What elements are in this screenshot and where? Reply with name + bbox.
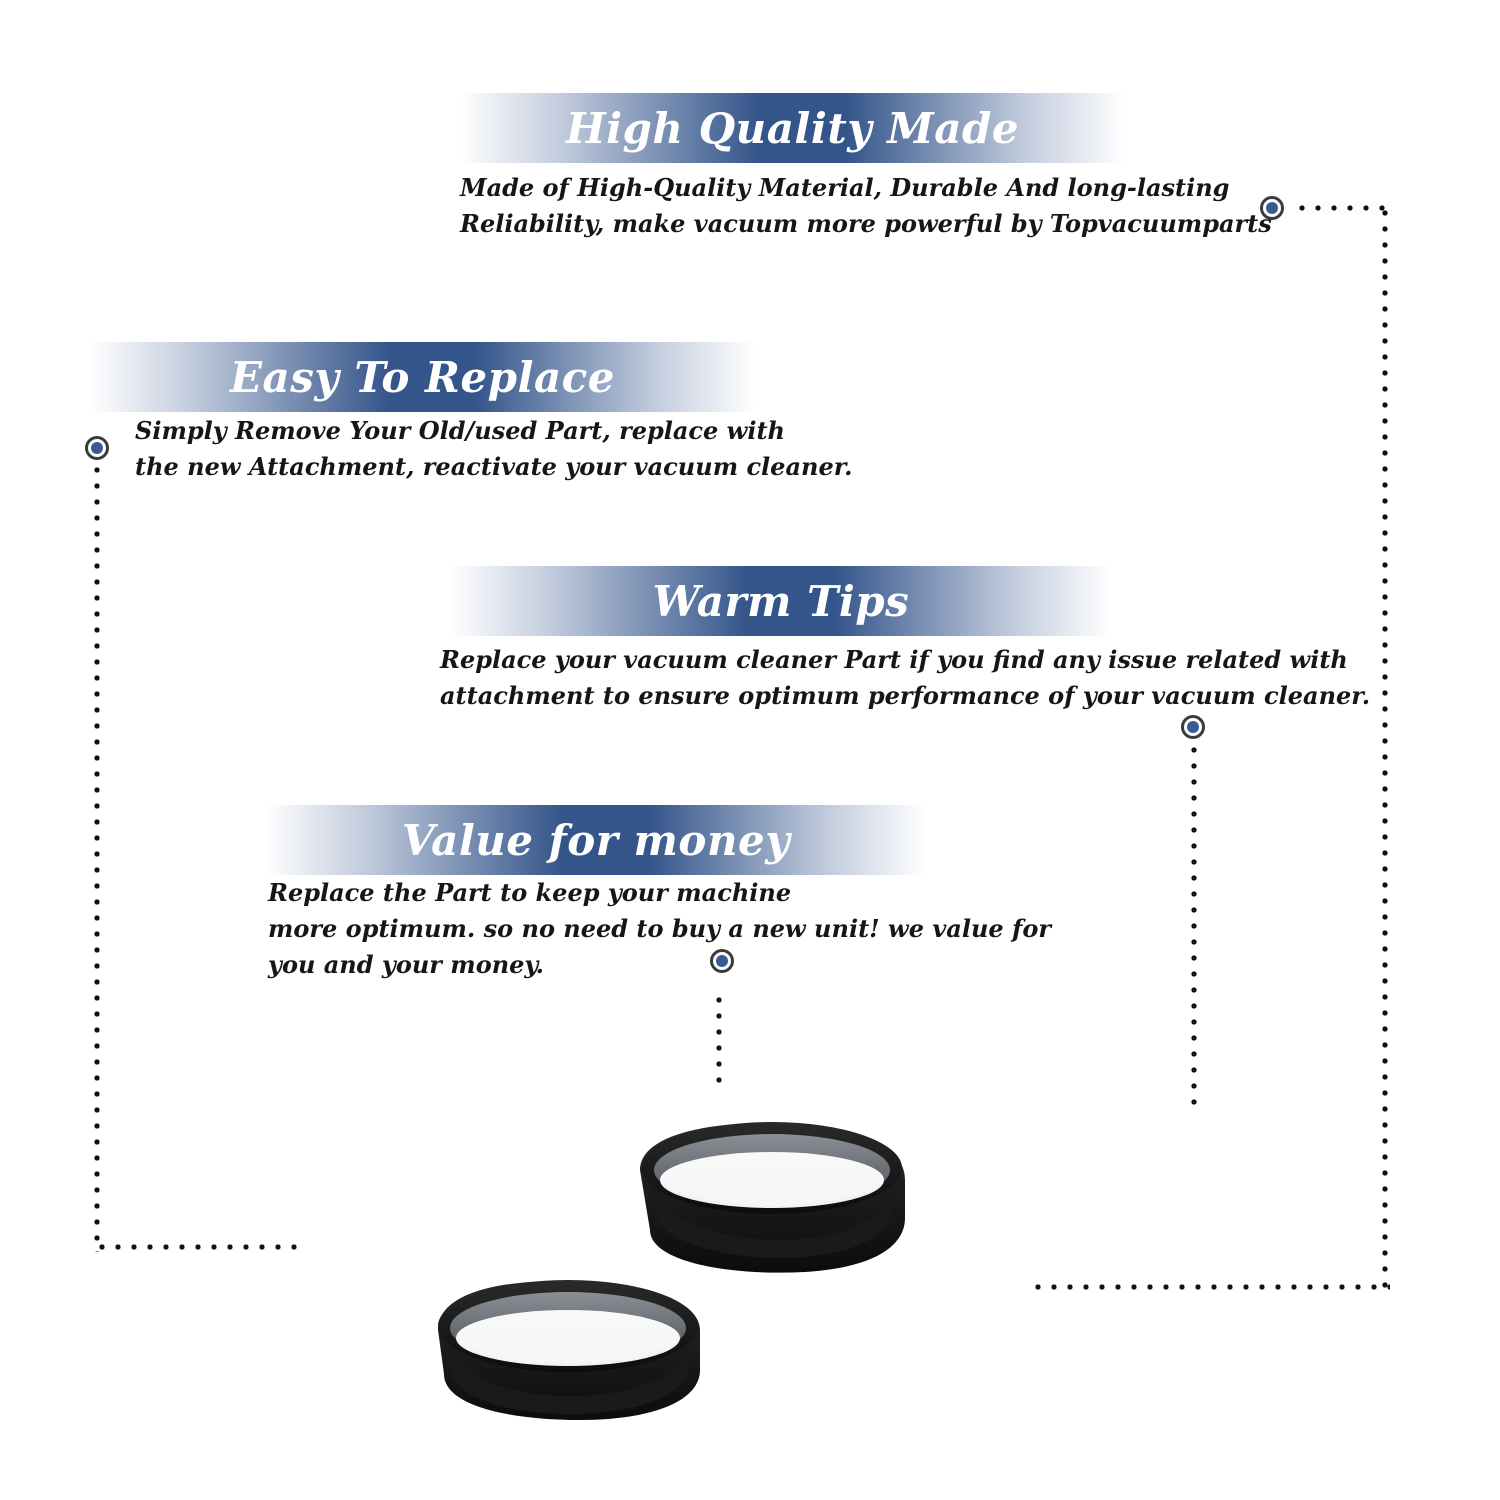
banner-high-quality-made: High Quality Made (460, 93, 1125, 163)
text-line: more optimum. so no need to buy a new un… (268, 914, 1051, 943)
heading-easy-to-replace: Easy To Replace (230, 352, 615, 402)
text-high-quality-made: Made of High-Quality Material, Durable A… (460, 170, 1272, 242)
heading-value-for-money: Value for money (401, 815, 791, 865)
text-line: Replace the Part to keep your machine (268, 878, 792, 907)
text-warm-tips: Replace your vacuum cleaner Part if you … (440, 642, 1370, 714)
heading-warm-tips: Warm Tips (652, 576, 910, 626)
dotted-connector (94, 1244, 300, 1250)
dotted-connector (1030, 1284, 1390, 1290)
text-easy-to-replace: Simply Remove Your Old/used Part, replac… (135, 413, 853, 485)
text-line: Replace your vacuum cleaner Part if you … (440, 645, 1348, 674)
vacuum-belt-pair-image (438, 1122, 905, 1420)
text-line: Simply Remove Your Old/used Part, replac… (135, 416, 785, 445)
dotted-connector (716, 992, 722, 1092)
dotted-connector (1191, 742, 1197, 1110)
target-dot-icon (710, 949, 734, 973)
target-dot-icon (85, 436, 109, 460)
target-dot-icon (1260, 196, 1284, 220)
dotted-connector (1382, 205, 1388, 1295)
text-line: attachment to ensure optimum performance… (440, 681, 1371, 710)
text-line: Reliability, make vacuum more powerful b… (460, 209, 1272, 238)
text-line: the new Attachment, reactivate your vacu… (135, 452, 853, 481)
heading-high-quality-made: High Quality Made (565, 103, 1020, 153)
banner-warm-tips: Warm Tips (450, 566, 1112, 636)
banner-value-for-money: Value for money (265, 805, 927, 875)
dotted-connector (94, 462, 100, 1252)
target-dot-icon (1181, 715, 1205, 739)
text-line: you and your money. (268, 950, 544, 979)
vacuum-belt-front (438, 1280, 700, 1420)
vacuum-belt-back (640, 1122, 905, 1273)
text-line: Made of High-Quality Material, Durable A… (460, 173, 1230, 202)
text-value-for-money: Replace the Part to keep your machine mo… (268, 875, 1051, 983)
dotted-connector (1294, 205, 1390, 211)
banner-easy-to-replace: Easy To Replace (90, 342, 755, 412)
